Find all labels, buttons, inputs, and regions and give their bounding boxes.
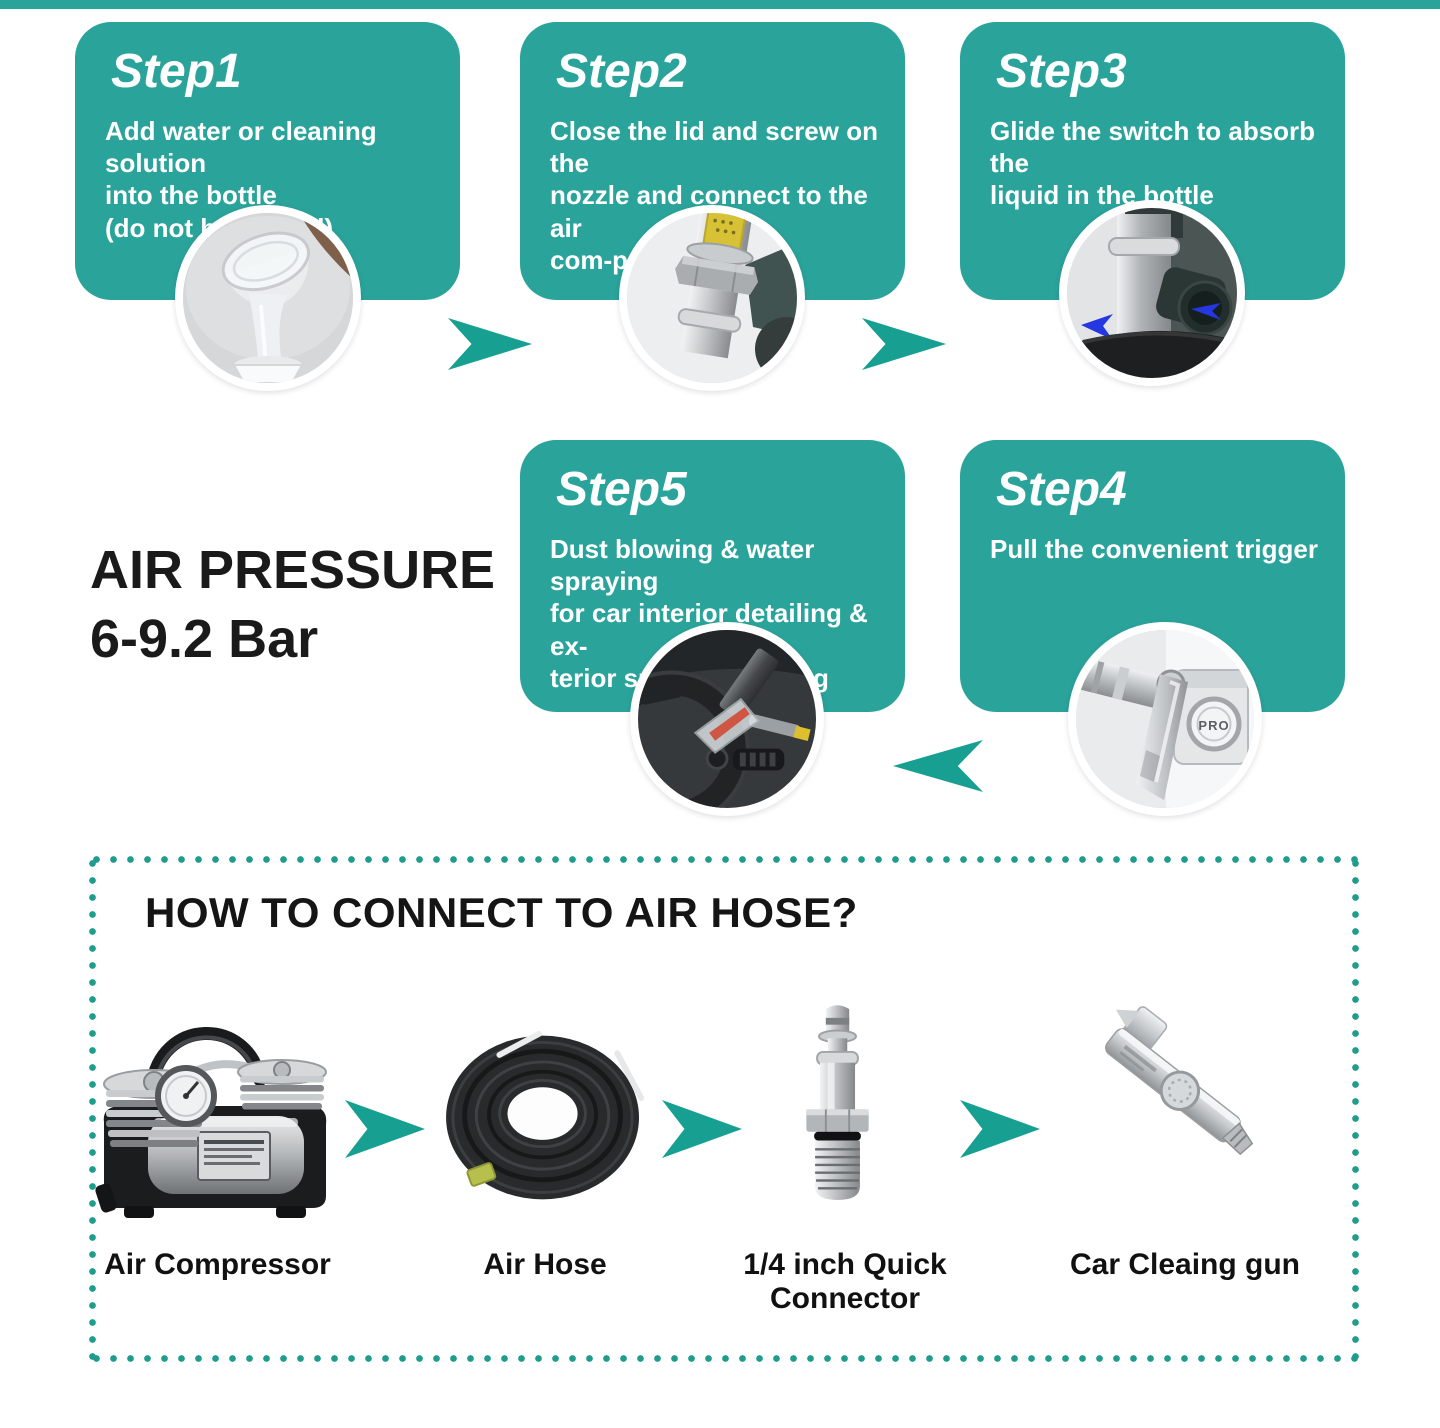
step4-photo-trigger: PRO (1068, 622, 1262, 816)
step4-title: Step4 (996, 463, 1127, 516)
quick-connector-image (782, 1000, 894, 1212)
step3-title: Step3 (996, 45, 1127, 98)
air-pressure-heading: AIR PRESSURE 6-9.2 Bar (90, 536, 495, 674)
dashed-border-left (88, 855, 97, 1363)
step5-title: Step5 (556, 463, 687, 516)
pro-badge-label: PRO (1198, 718, 1229, 733)
top-teal-strip (0, 0, 1440, 9)
air-compressor-label: Air Compressor (104, 1248, 331, 1281)
step1-title: Step1 (111, 45, 242, 98)
step3-description: Glide the switch to absorb the liquid in… (990, 116, 1316, 211)
step-flow-arrow-left-icon (893, 740, 983, 792)
quick-connector-label: 1/4 inch Quick Connector (743, 1248, 947, 1315)
air-hose-label: Air Hose (483, 1248, 607, 1281)
step4-card: Step4 Pull the convenient trigger (960, 440, 1345, 712)
air-pressure-line2: 6-9.2 Bar (90, 609, 319, 670)
step-flow-arrow-right-icon (862, 318, 946, 370)
step4-description: Pull the convenient trigger (990, 534, 1318, 564)
step1-photo-pouring-water (175, 205, 361, 391)
connect-section: HOW TO CONNECT TO AIR HOSE? (88, 855, 1360, 1363)
step3-photo-switch (1059, 200, 1245, 386)
connect-section-title: HOW TO CONNECT TO AIR HOSE? (145, 889, 858, 936)
car-cleaning-gun-image (1090, 990, 1272, 1190)
car-cleaning-gun-label: Car Cleaing gun (1069, 1248, 1301, 1281)
step2-title: Step2 (556, 45, 687, 98)
dashed-border-top (88, 855, 1360, 864)
dashed-border-bottom (88, 1354, 1360, 1363)
step-flow-arrow-right-icon (448, 318, 532, 370)
air-compressor-image (90, 990, 340, 1230)
step2-photo-nozzle (619, 205, 805, 391)
air-hose-image (428, 1022, 660, 1212)
air-pressure-line1: AIR PRESSURE (90, 540, 496, 600)
step5-photo-car-interior (630, 622, 824, 816)
dashed-border-right (1351, 855, 1360, 1363)
